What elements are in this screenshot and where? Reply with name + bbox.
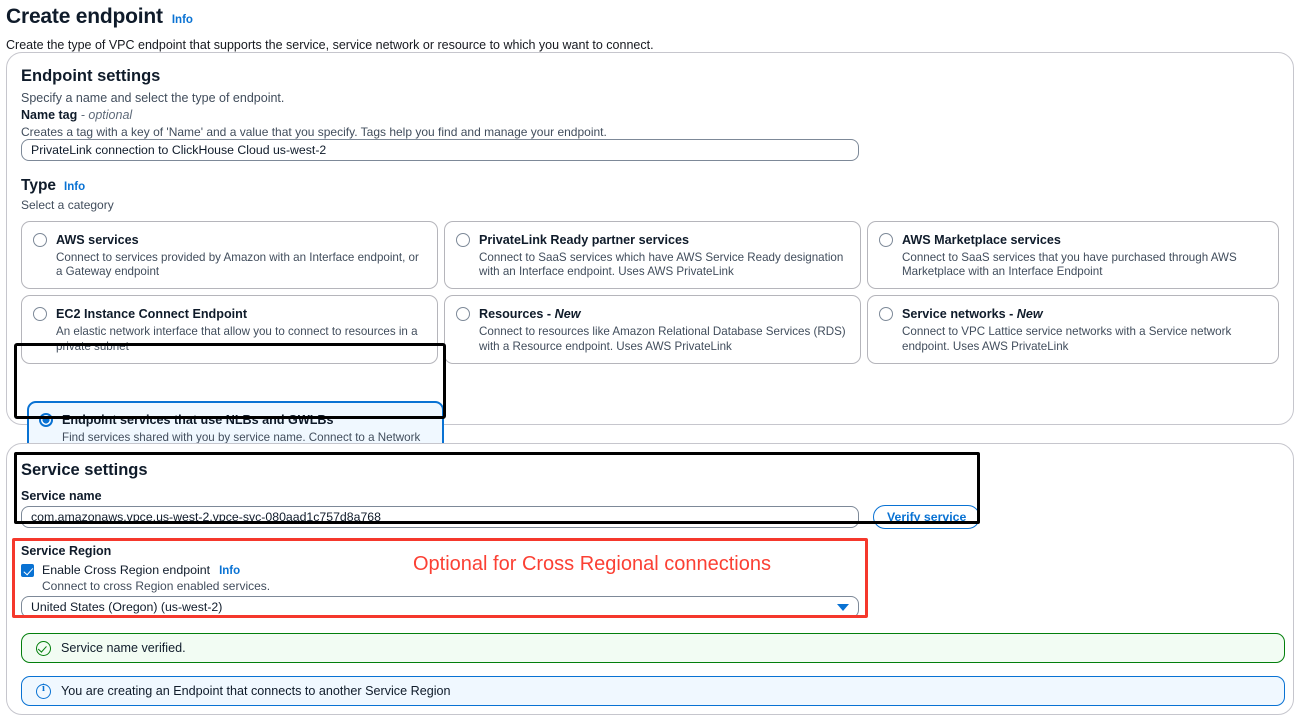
verify-service-button[interactable]: Verify service xyxy=(873,505,981,529)
type-option-title: AWS services xyxy=(56,233,139,247)
enable-cross-region-description: Connect to cross Region enabled services… xyxy=(42,579,271,593)
type-option-title: PrivateLink Ready partner services xyxy=(479,233,690,247)
page-info-link[interactable]: Info xyxy=(171,14,193,26)
page-header: Create endpoint Info Create the type of … xyxy=(0,0,1304,53)
type-option-title: Service networks - New xyxy=(902,307,1043,321)
service-name-input[interactable]: com.amazonaws.vpce.us-west-2.vpce-svc-08… xyxy=(21,506,859,528)
type-label: Type xyxy=(21,177,57,194)
service-region-selected-value: United States (Oregon) (us-west-2) xyxy=(31,600,223,614)
check-circle-icon xyxy=(36,640,51,656)
type-option-title: AWS Marketplace services xyxy=(902,233,1061,247)
type-options-grid: AWS services Connect to services provide… xyxy=(21,221,1279,364)
radio-icon[interactable] xyxy=(456,307,470,322)
type-option-aws-services[interactable]: AWS services Connect to services provide… xyxy=(21,221,438,290)
type-option-description: Connect to services provided by Amazon w… xyxy=(56,251,419,279)
cross-region-info-link[interactable]: Info xyxy=(219,565,241,577)
radio-icon[interactable] xyxy=(33,233,47,247)
service-name-label: Service name xyxy=(21,489,102,503)
alert-service-name-verified: Service name verified. xyxy=(21,633,1285,663)
alert-cross-region-info: You are creating an Endpoint that connec… xyxy=(21,676,1285,706)
type-option-title: EC2 Instance Connect Endpoint xyxy=(56,307,248,322)
type-option-title: Endpoint services that use NLBs and GWLB… xyxy=(62,413,334,427)
checkbox-icon[interactable] xyxy=(21,564,34,577)
enable-cross-region-label: Enable Cross Region endpoint xyxy=(42,563,211,577)
type-option-service-networks[interactable]: Service networks - New Connect to VPC La… xyxy=(867,295,1279,364)
annotation-box-service-region xyxy=(12,538,868,618)
type-option-description: Connect to SaaS services that you have p… xyxy=(902,251,1237,279)
page-title: Create endpoint xyxy=(6,5,163,28)
page-subtitle: Create the type of VPC endpoint that sup… xyxy=(6,38,654,52)
radio-icon[interactable] xyxy=(879,233,893,247)
type-option-aws-marketplace-services[interactable]: AWS Marketplace services Connect to SaaS… xyxy=(867,221,1279,290)
name-tag-optional-suffix: - optional xyxy=(80,108,133,122)
radio-icon-selected[interactable] xyxy=(39,413,53,427)
type-option-ec2-instance-connect-endpoint[interactable]: EC2 Instance Connect Endpoint An elastic… xyxy=(21,295,438,364)
type-option-description: An elastic network interface that allow … xyxy=(56,325,418,353)
type-info-link[interactable]: Info xyxy=(64,181,86,193)
annotation-text-cross-region: Optional for Cross Regional connections xyxy=(413,553,771,575)
alert-text: Service name verified. xyxy=(61,641,186,655)
name-tag-description: Creates a tag with a key of 'Name' and a… xyxy=(21,125,607,139)
type-option-description: Connect to resources like Amazon Relatio… xyxy=(479,325,846,353)
radio-icon[interactable] xyxy=(33,307,47,322)
service-settings-title: Service settings xyxy=(21,461,148,479)
chevron-down-icon[interactable] xyxy=(837,603,849,611)
name-tag-label: Name tag - optional xyxy=(21,108,133,122)
info-circle-icon xyxy=(36,683,51,699)
type-option-title: Resources - New xyxy=(479,307,581,321)
name-tag-input[interactable]: PrivateLink connection to ClickHouse Clo… xyxy=(21,139,859,161)
endpoint-settings-title: Endpoint settings xyxy=(21,67,161,85)
type-option-description: Connect to VPC Lattice service networks … xyxy=(902,325,1232,353)
alert-text: You are creating an Endpoint that connec… xyxy=(61,684,451,698)
type-option-resources[interactable]: Resources - New Connect to resources lik… xyxy=(444,295,861,364)
type-option-new-badge: New xyxy=(1016,307,1043,322)
radio-icon[interactable] xyxy=(456,233,470,247)
radio-icon[interactable] xyxy=(879,307,893,322)
type-option-title-text: Resources - xyxy=(479,307,555,322)
type-option-privatelink-ready-partner-services[interactable]: PrivateLink Ready partner services Conne… xyxy=(444,221,861,290)
type-option-title-text: Service networks - xyxy=(902,307,1017,322)
service-region-label: Service Region xyxy=(21,544,112,558)
endpoint-settings-panel: Endpoint settings Specify a name and sel… xyxy=(6,52,1294,472)
endpoint-settings-subtitle: Specify a name and select the type of en… xyxy=(21,91,285,105)
enable-cross-region-row[interactable]: Enable Cross Region endpoint Info Connec… xyxy=(21,563,270,593)
type-option-new-badge: New xyxy=(554,307,581,322)
type-option-description: Connect to SaaS services which have AWS … xyxy=(479,251,844,279)
type-description: Select a category xyxy=(21,198,114,212)
